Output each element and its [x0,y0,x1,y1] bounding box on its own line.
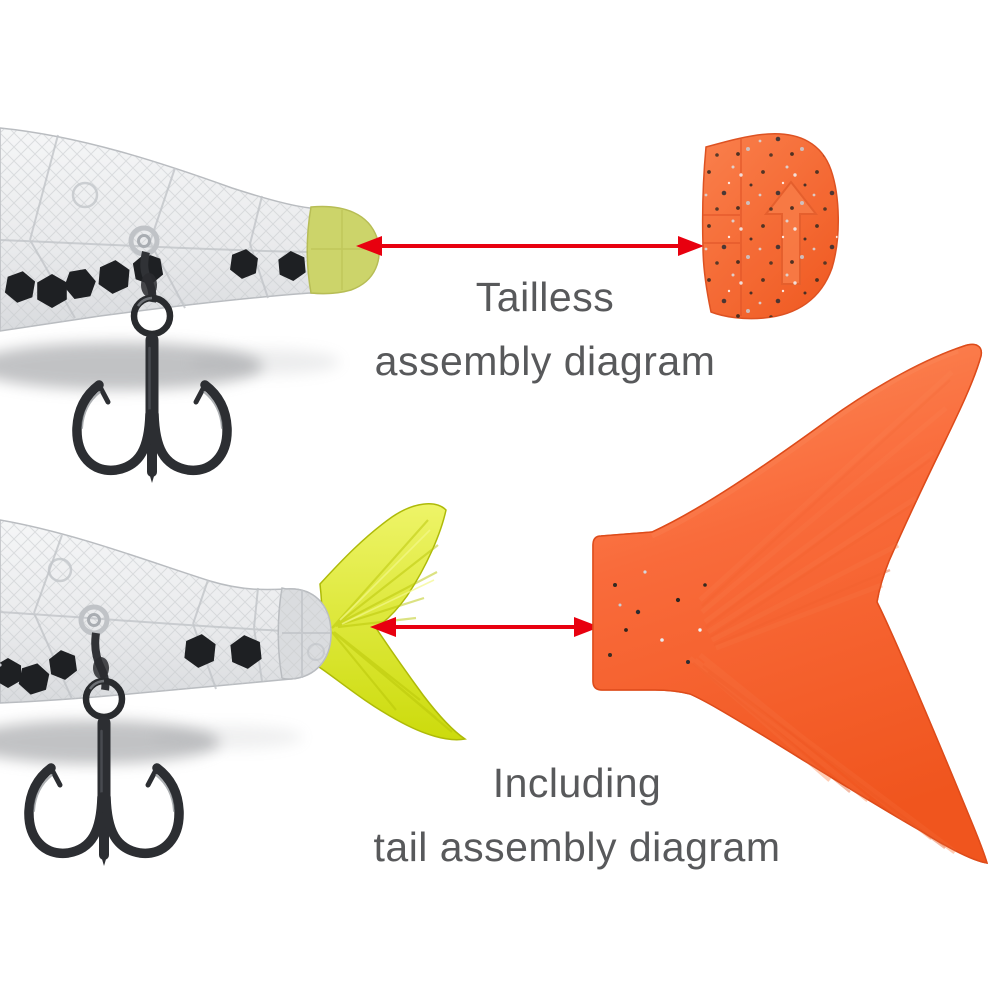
bottom-caption: Including tail assembly diagram [374,751,781,879]
arrow-head-left [356,236,382,256]
hook-shadow-top [0,342,340,390]
top-treble-hook [77,294,227,483]
double-arrow-bottom-icon [370,617,600,637]
socket-cap-detail [307,643,325,661]
chartreuse-tail-fin [318,503,467,741]
arrow-head-right [574,617,600,637]
connector-glitter [702,133,839,319]
top-caption-line1: Tailless [475,274,615,320]
bottom-caption-line1: Including [492,760,662,806]
top-caption-line2: assembly diagram [374,338,716,384]
tail-ribs [331,519,453,733]
tail-rib-highlights [339,529,435,625]
hook-shadow-bottom [0,720,303,764]
body-rivet-detail [47,557,73,583]
socket-cap-seams [282,590,331,678]
swivel-body [93,657,109,679]
orange-tail-base-glitter [0,570,707,667]
top-lure-body [0,127,380,332]
swivel-body [141,273,157,297]
tailless-connector-piece [701,133,840,320]
molded-eyelet-inner [87,613,101,627]
double-arrow-top-icon [356,236,704,256]
arrow-head-right [678,236,704,256]
bottom-caption-line2: tail assembly diagram [373,824,781,870]
body-rivet-detail [71,181,99,209]
bottom-lure-body [0,519,332,704]
orange-tail-piece [0,343,989,864]
bottom-treble-hook [29,677,179,866]
molded-eyelet-inner [137,234,151,248]
split-ring-highlight [88,679,105,690]
bottom-tail-socket-cap [277,587,332,680]
arrow-head-left [370,617,396,637]
chartreuse-tail [318,503,467,741]
split-ring-highlight [136,296,153,307]
tail-socket-cap [306,205,380,295]
top-caption: Tailless assembly diagram [375,265,716,393]
